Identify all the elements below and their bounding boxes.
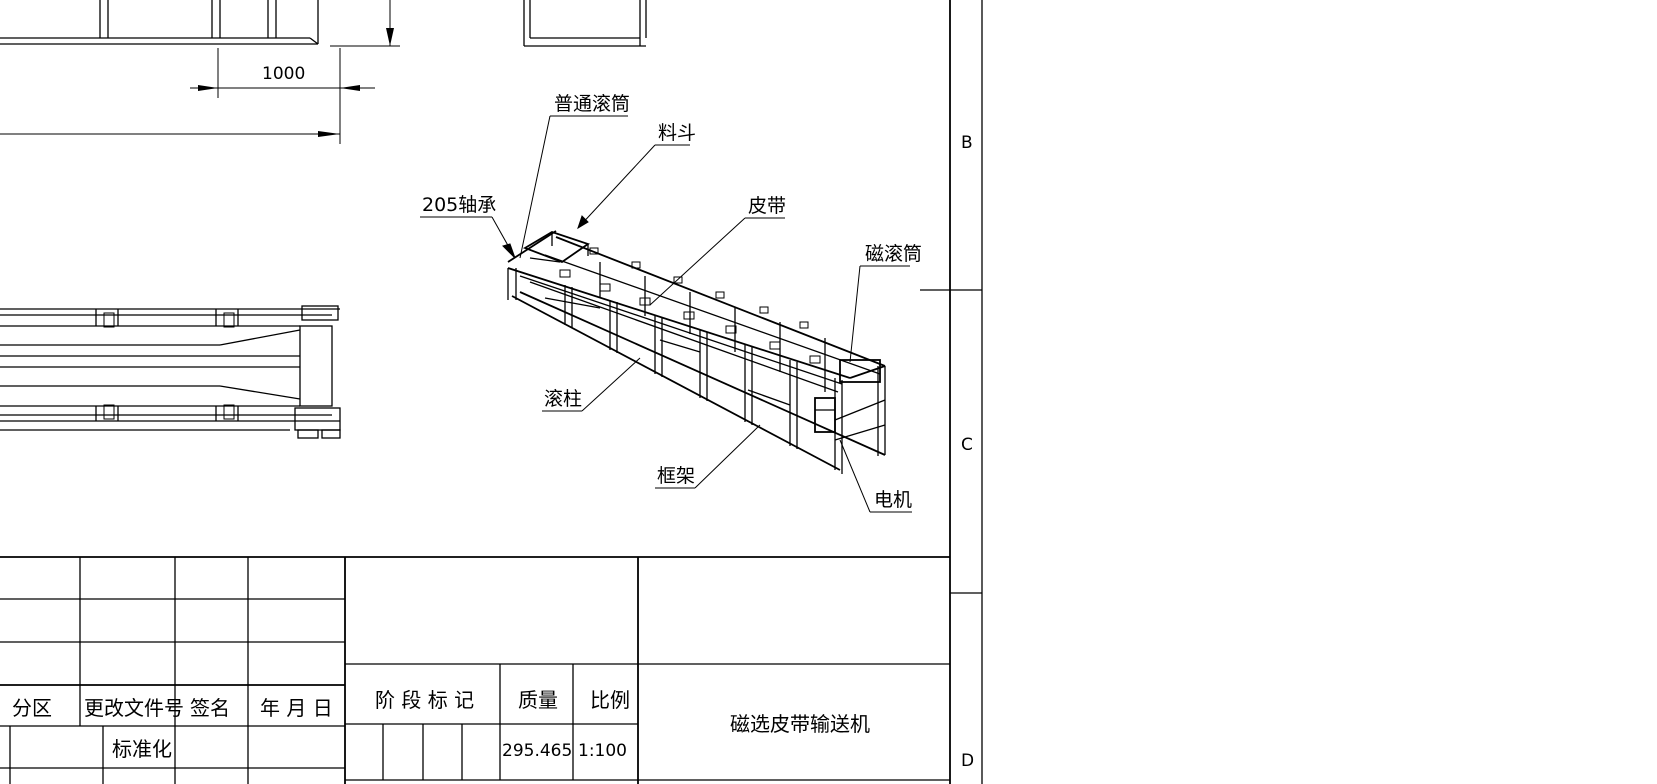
label-belt: 皮带 xyxy=(748,195,786,217)
header-signature: 签名 xyxy=(190,696,230,720)
callout-leaders xyxy=(420,115,912,513)
label-magnetic-drum: 磁滚筒 xyxy=(865,243,922,265)
label-standardization: 标准化 xyxy=(112,737,172,761)
sheet-border xyxy=(920,0,983,784)
zone-label-c: C xyxy=(961,435,973,455)
header-zone: 分区 xyxy=(12,696,52,720)
title-block xyxy=(0,556,950,784)
label-ordinary-drum: 普通滚筒 xyxy=(554,93,630,115)
dimension-1000: 1000 xyxy=(262,64,305,84)
drawing-title: 磁选皮带输送机 xyxy=(730,712,870,736)
header-change-doc: 更改文件号 xyxy=(84,696,184,720)
isometric-conveyor-view xyxy=(507,230,886,474)
label-mass: 质量 xyxy=(518,688,558,712)
hopper-view-partial xyxy=(523,0,647,47)
zone-label-d: D xyxy=(961,751,974,771)
value-scale: 1:100 xyxy=(578,741,627,761)
label-roller: 滚柱 xyxy=(544,388,582,410)
plan-view-partial xyxy=(0,305,341,439)
label-scale: 比例 xyxy=(590,688,630,712)
label-hopper: 料斗 xyxy=(658,122,696,144)
label-bearing-205: 205轴承 xyxy=(422,194,496,216)
value-mass: 295.465 xyxy=(502,741,572,761)
zone-label-b: B xyxy=(961,133,973,153)
header-date: 年 月 日 xyxy=(260,696,333,720)
label-stage-mark: 阶 段 标 记 xyxy=(375,688,474,712)
front-view-partial: 1000 xyxy=(0,0,400,144)
label-motor: 电机 xyxy=(874,489,912,511)
label-frame: 框架 xyxy=(657,465,695,487)
